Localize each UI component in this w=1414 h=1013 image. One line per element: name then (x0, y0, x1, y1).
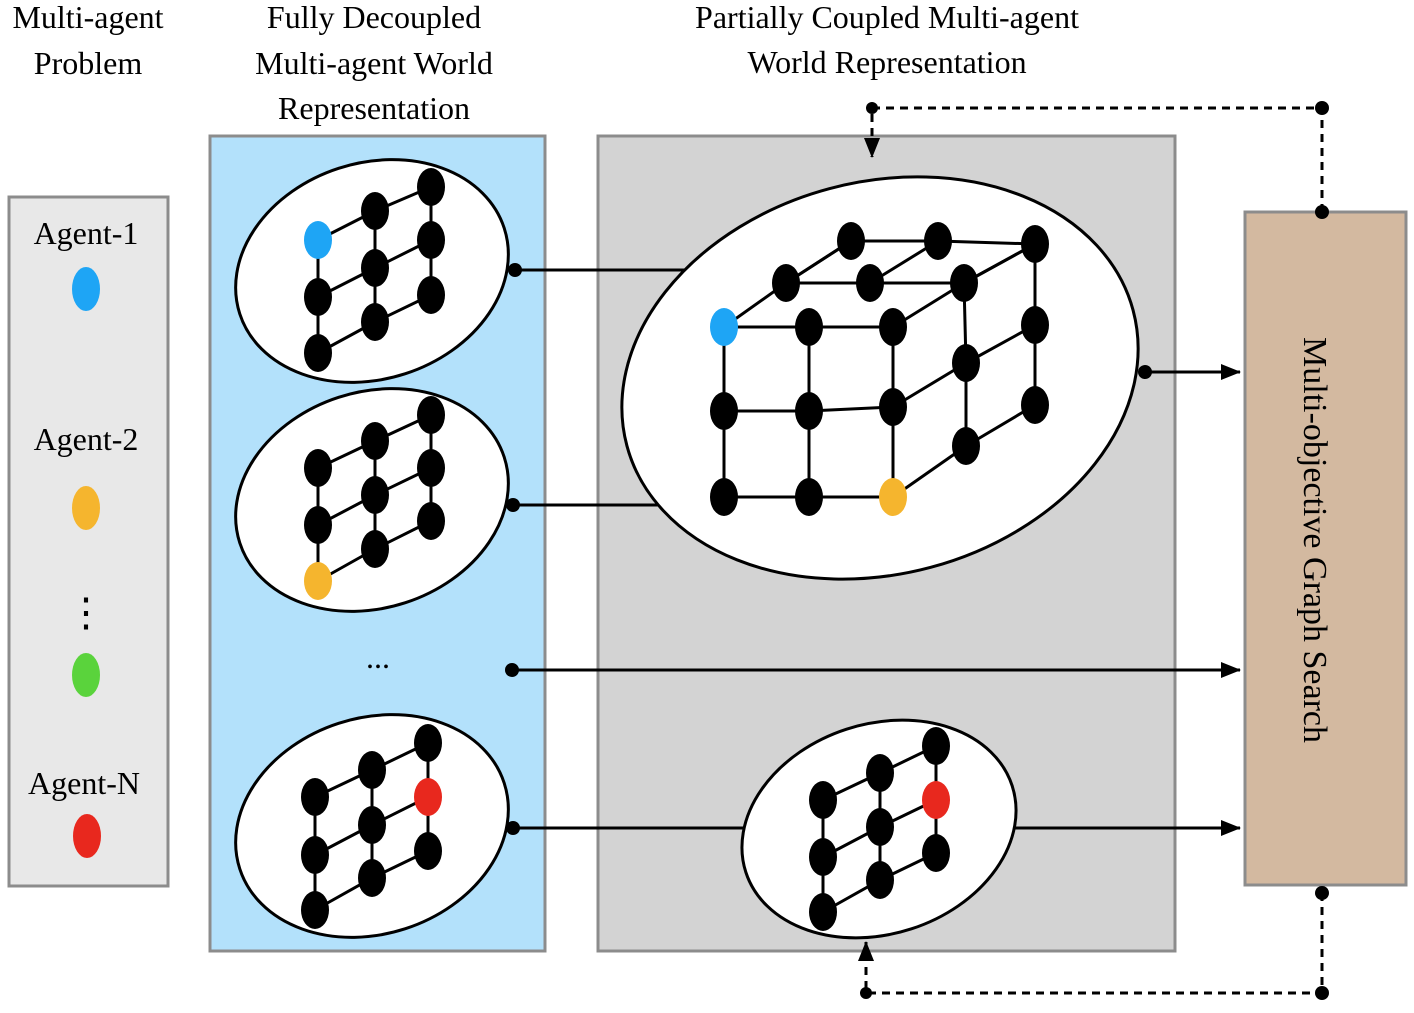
graph-joint-cube-edge (808, 405, 894, 413)
graph-agent-2-node (304, 449, 332, 487)
graph-agent-1-node (304, 334, 332, 372)
feedback-dots (860, 101, 1329, 1000)
graph-agent-n-node (414, 832, 442, 870)
graph-agent-1-node (417, 221, 445, 259)
graph-joint-cube-node (710, 478, 738, 516)
graph-agent-2-node (361, 476, 389, 514)
graph-agent-2-node (304, 506, 332, 544)
graph-joint-cube-node (952, 344, 980, 382)
graph-agent-2-node (417, 396, 445, 434)
problem-title: Multi-agent Problem (12, 0, 163, 81)
graph-agent-n-node (301, 778, 329, 816)
graph-agent-n-node (358, 859, 386, 897)
graph-joint-cube-node (1021, 225, 1049, 263)
problem-title-line-1: Multi-agent (12, 0, 163, 35)
graph-agent-n-coupled (809, 727, 950, 931)
graph-joint-cube-node (710, 308, 738, 346)
graph-joint-cube-node (879, 478, 907, 516)
graph-agent-n-node (358, 806, 386, 844)
decoupled-title-line-1: Fully Decoupled (267, 0, 481, 35)
graph-joint-cube-edge (937, 239, 1036, 246)
graph-agent-1-node (304, 278, 332, 316)
graph-agent-n-node (301, 891, 329, 929)
graph-agent-1-node (417, 168, 445, 206)
decoupled-title-line-3: Representation (278, 90, 470, 126)
agents-vertical-ellipsis: ⋮ (66, 590, 106, 635)
decoupled-title-line-2: Multi-agent World (255, 45, 493, 81)
decoupled-title: Fully Decoupled Multi-agent World Repres… (255, 0, 493, 126)
graph-agent-1-node (361, 192, 389, 230)
graph-agent-n-coupled-node (922, 727, 950, 765)
search-label: Multi-objective Graph Search (1296, 337, 1333, 743)
decoupled-ellipsis: ... (366, 639, 390, 675)
graph-agent-n-coupled-node (866, 861, 894, 899)
graph-layer (301, 168, 1049, 931)
graph-joint-cube-node (1021, 386, 1049, 424)
graph-agent-n-node (358, 751, 386, 789)
coupled-title: Partially Coupled Multi-agent World Repr… (695, 0, 1079, 80)
graph-joint-cube-node (952, 427, 980, 465)
agent-n-marker (73, 814, 101, 858)
agent-2-marker (72, 486, 100, 530)
agent-1-marker (72, 267, 100, 311)
edge-endpoints (505, 263, 1152, 835)
coupled-graph-joint (620, 175, 1140, 581)
feedback-bottom-loop (858, 893, 1324, 995)
graph-joint-cube-node (837, 222, 865, 260)
graph-agent-1-node (304, 221, 332, 259)
graph-joint-cube-node (856, 264, 884, 302)
graph-agent-n-coupled-node (922, 781, 950, 819)
graph-agent-n-coupled-node (809, 838, 837, 876)
graph-agent-n-coupled-node (922, 834, 950, 872)
agent-1-label: Agent-1 (34, 215, 139, 251)
graph-joint-cube-node (879, 308, 907, 346)
graph-agent-1-node (361, 303, 389, 341)
graph-agent-2 (304, 396, 445, 600)
agent-n-label: Agent-N (28, 765, 140, 801)
graph-agent-n-coupled-node (866, 808, 894, 846)
graph-agent-2-node (361, 530, 389, 568)
connections (512, 268, 1241, 836)
graph-agent-n-coupled-node (809, 781, 837, 819)
feedback-loops (858, 106, 1324, 995)
graph-agent-n-coupled-node (866, 754, 894, 792)
problem-title-line-2: Problem (34, 45, 143, 81)
agent-3-marker (72, 653, 100, 697)
agent-2-label: Agent-2 (34, 421, 139, 457)
feedback-top-loop (864, 106, 1324, 212)
graph-agent-1 (304, 168, 445, 372)
graph-joint-cube-node (924, 222, 952, 260)
graph-agent-2-node (417, 449, 445, 487)
graph-joint-cube-node (795, 308, 823, 346)
search-box (1243, 210, 1408, 887)
graph-joint-cube-node (950, 264, 978, 302)
graph-agent-2-node (304, 562, 332, 600)
coupled-title-line-1: Partially Coupled Multi-agent (695, 0, 1079, 35)
coupled-title-line-2: World Representation (747, 44, 1026, 80)
graph-agent-1-node (361, 249, 389, 287)
graph-agent-n (301, 724, 442, 929)
graph-agent-1-node (417, 276, 445, 314)
agent-list: Agent-1 Agent-2 ⋮ Agent-N (28, 215, 140, 858)
graph-agent-n-node (414, 778, 442, 816)
graph-joint-cube (710, 222, 1049, 516)
graph-agent-2-node (417, 502, 445, 540)
graph-agent-2-node (361, 422, 389, 460)
graph-joint-cube-node (1021, 306, 1049, 344)
graph-joint-cube-node (795, 392, 823, 430)
graph-agent-n-node (301, 836, 329, 874)
graph-joint-cube-node (795, 478, 823, 516)
graph-joint-cube-node (710, 392, 738, 430)
problem-panel (7, 195, 170, 888)
graph-agent-n-coupled-node (809, 893, 837, 931)
graph-agent-n-node (414, 724, 442, 762)
graph-joint-cube-node (879, 388, 907, 426)
graph-joint-cube-node (772, 264, 800, 302)
